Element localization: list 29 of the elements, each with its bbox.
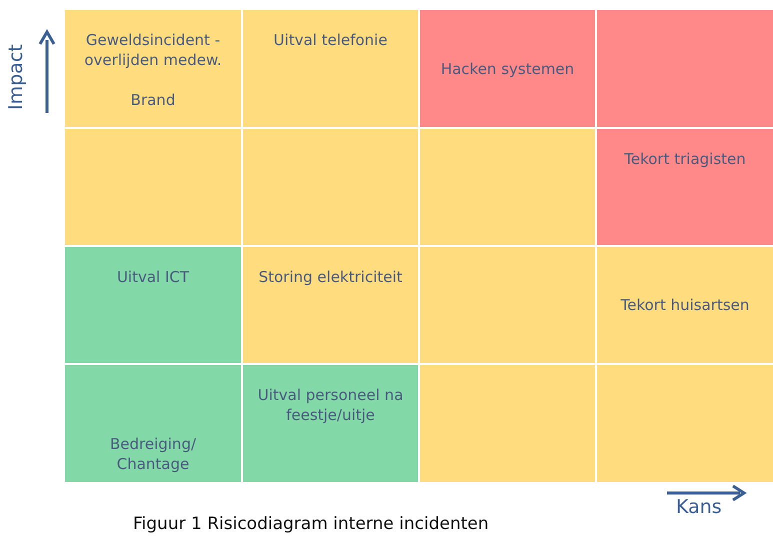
risk-text: Tekort huisartsen [620, 295, 750, 315]
empty-risk-cell [243, 129, 418, 245]
risk-cell [65, 10, 241, 127]
risk-text: Brand [130, 90, 176, 110]
risk-cell [597, 129, 773, 245]
empty-risk-cell [420, 365, 595, 482]
risk-text: Tekort triagisten [624, 149, 746, 169]
risk-text: Uitval personeel na feestje/uitje [256, 385, 404, 425]
empty-risk-cell [420, 247, 595, 363]
risk-cell [243, 365, 418, 482]
empty-risk-cell [65, 129, 241, 245]
risk-cell [243, 10, 418, 127]
empty-risk-cell [420, 129, 595, 245]
risk-text: Hacken systemen [440, 58, 574, 78]
risk-cell [420, 10, 595, 127]
risk-text: Storing elektriciteit [258, 267, 402, 287]
risk-cell [597, 247, 773, 363]
risk-text: Uitval ICT [116, 267, 190, 287]
risk-text: Geweldsincident - overlijden medew. [83, 30, 223, 70]
empty-risk-cell [597, 10, 773, 127]
risk-text: Bedreiging/ Chantage [108, 434, 198, 474]
risk-cell [243, 247, 418, 363]
empty-risk-cell [597, 365, 773, 482]
figure-caption: Figuur 1 Risicodiagram interne incidenten [133, 514, 489, 534]
axis-label: Kans [676, 496, 722, 518]
risk-text: Uitval telefonie [274, 30, 388, 50]
risk-cell [65, 365, 241, 482]
axis-label: Impact [5, 44, 27, 110]
risk-cell [65, 247, 241, 363]
